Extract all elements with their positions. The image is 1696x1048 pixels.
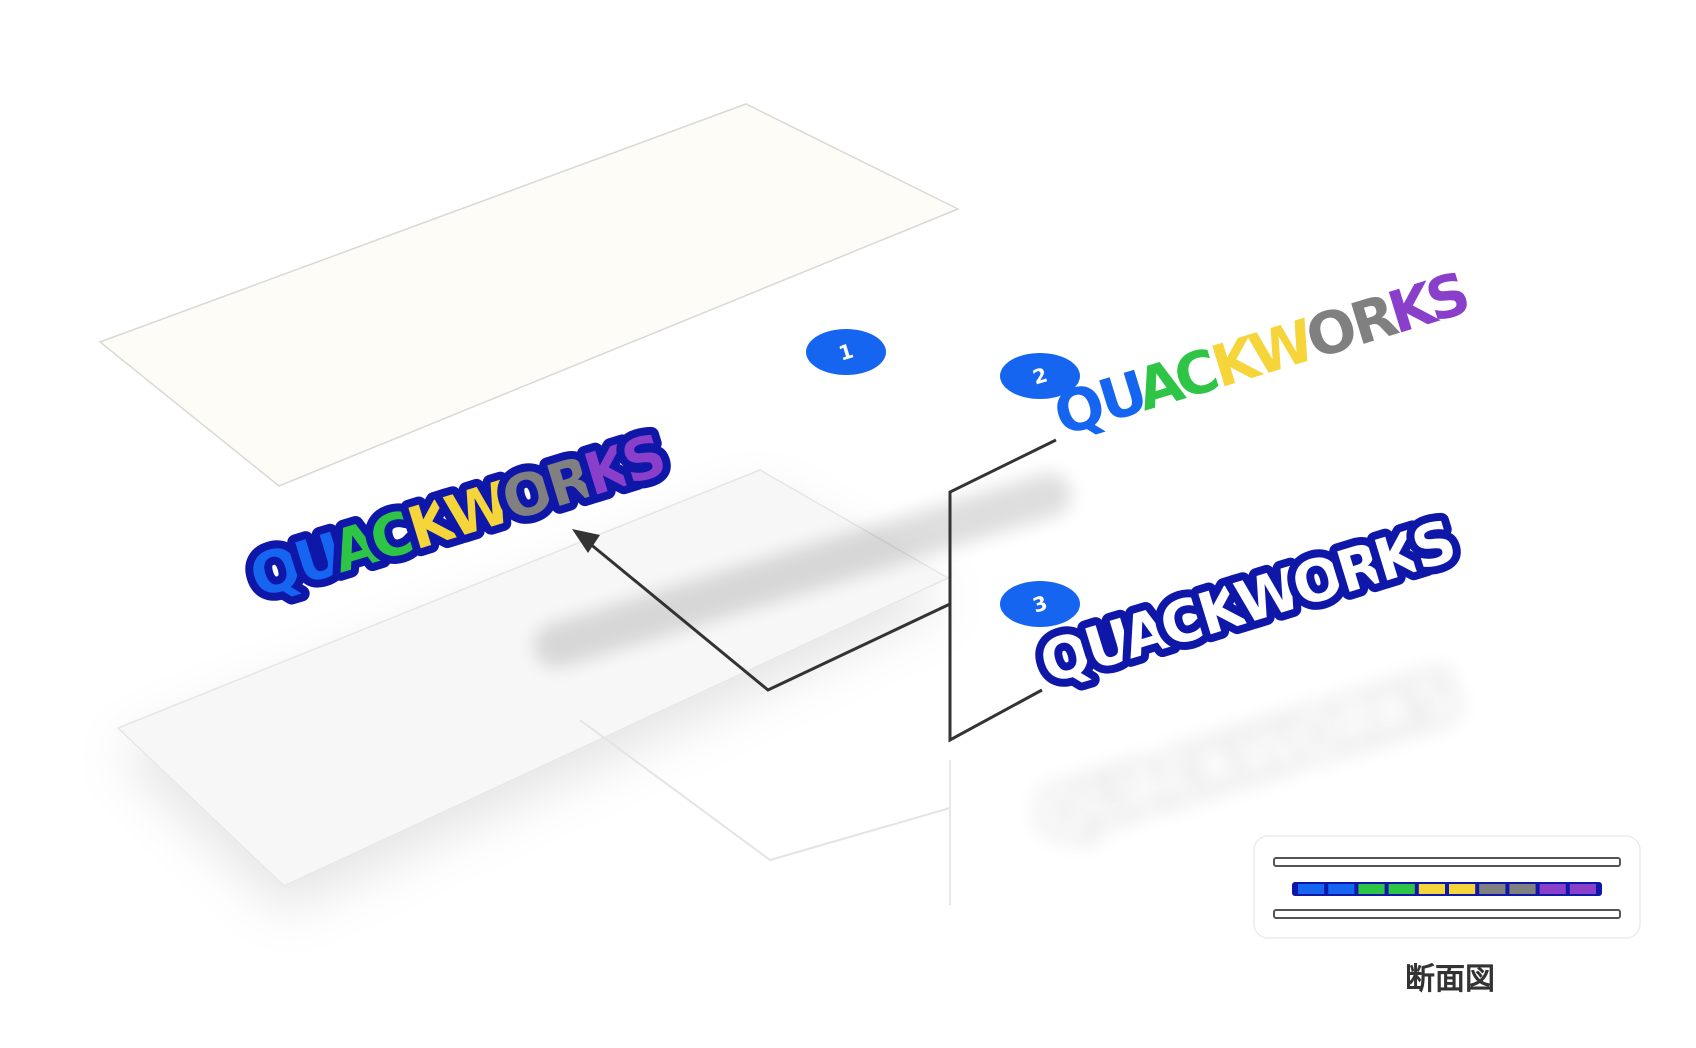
top-laminate-sheet: [98, 103, 960, 487]
cross-section-segment-5: [1449, 884, 1476, 894]
cross-section-inset: [1253, 835, 1641, 939]
badge-2-label: 2: [1030, 362, 1050, 389]
cross-section-segment-1: [1328, 884, 1355, 894]
cross-section-segment-3: [1388, 884, 1415, 894]
cross-section-segment-2: [1358, 884, 1385, 894]
leader-lines: [572, 438, 1057, 743]
cross-section-segment-0: [1298, 884, 1325, 894]
badge-1: 1: [806, 329, 886, 375]
cross-section-segment-4: [1418, 884, 1445, 894]
badge-3-label: 3: [1030, 590, 1050, 617]
badge-3: 3: [1000, 581, 1080, 627]
cross-section-bottom-layer: [1273, 909, 1621, 919]
cross-section-top-layer: [1273, 857, 1621, 867]
cross-section-segment-9: [1569, 884, 1596, 894]
cross-section-print-layer: [1292, 882, 1602, 896]
arrow-line: [582, 536, 951, 692]
cross-section-caption: 断面図: [1405, 962, 1495, 997]
backing-sheet: [116, 469, 950, 887]
sticker-shadow: [534, 472, 1072, 668]
badge-1-label: 1: [836, 338, 856, 365]
cross-section-segment-6: [1479, 884, 1506, 894]
bracket-line: [948, 438, 1057, 743]
badge-2: 2: [1000, 353, 1080, 399]
cross-section-segment-8: [1539, 884, 1566, 894]
ghost-leader-line: [579, 719, 951, 862]
cross-section-segment-7: [1509, 884, 1536, 894]
arrow-head: [572, 529, 600, 553]
